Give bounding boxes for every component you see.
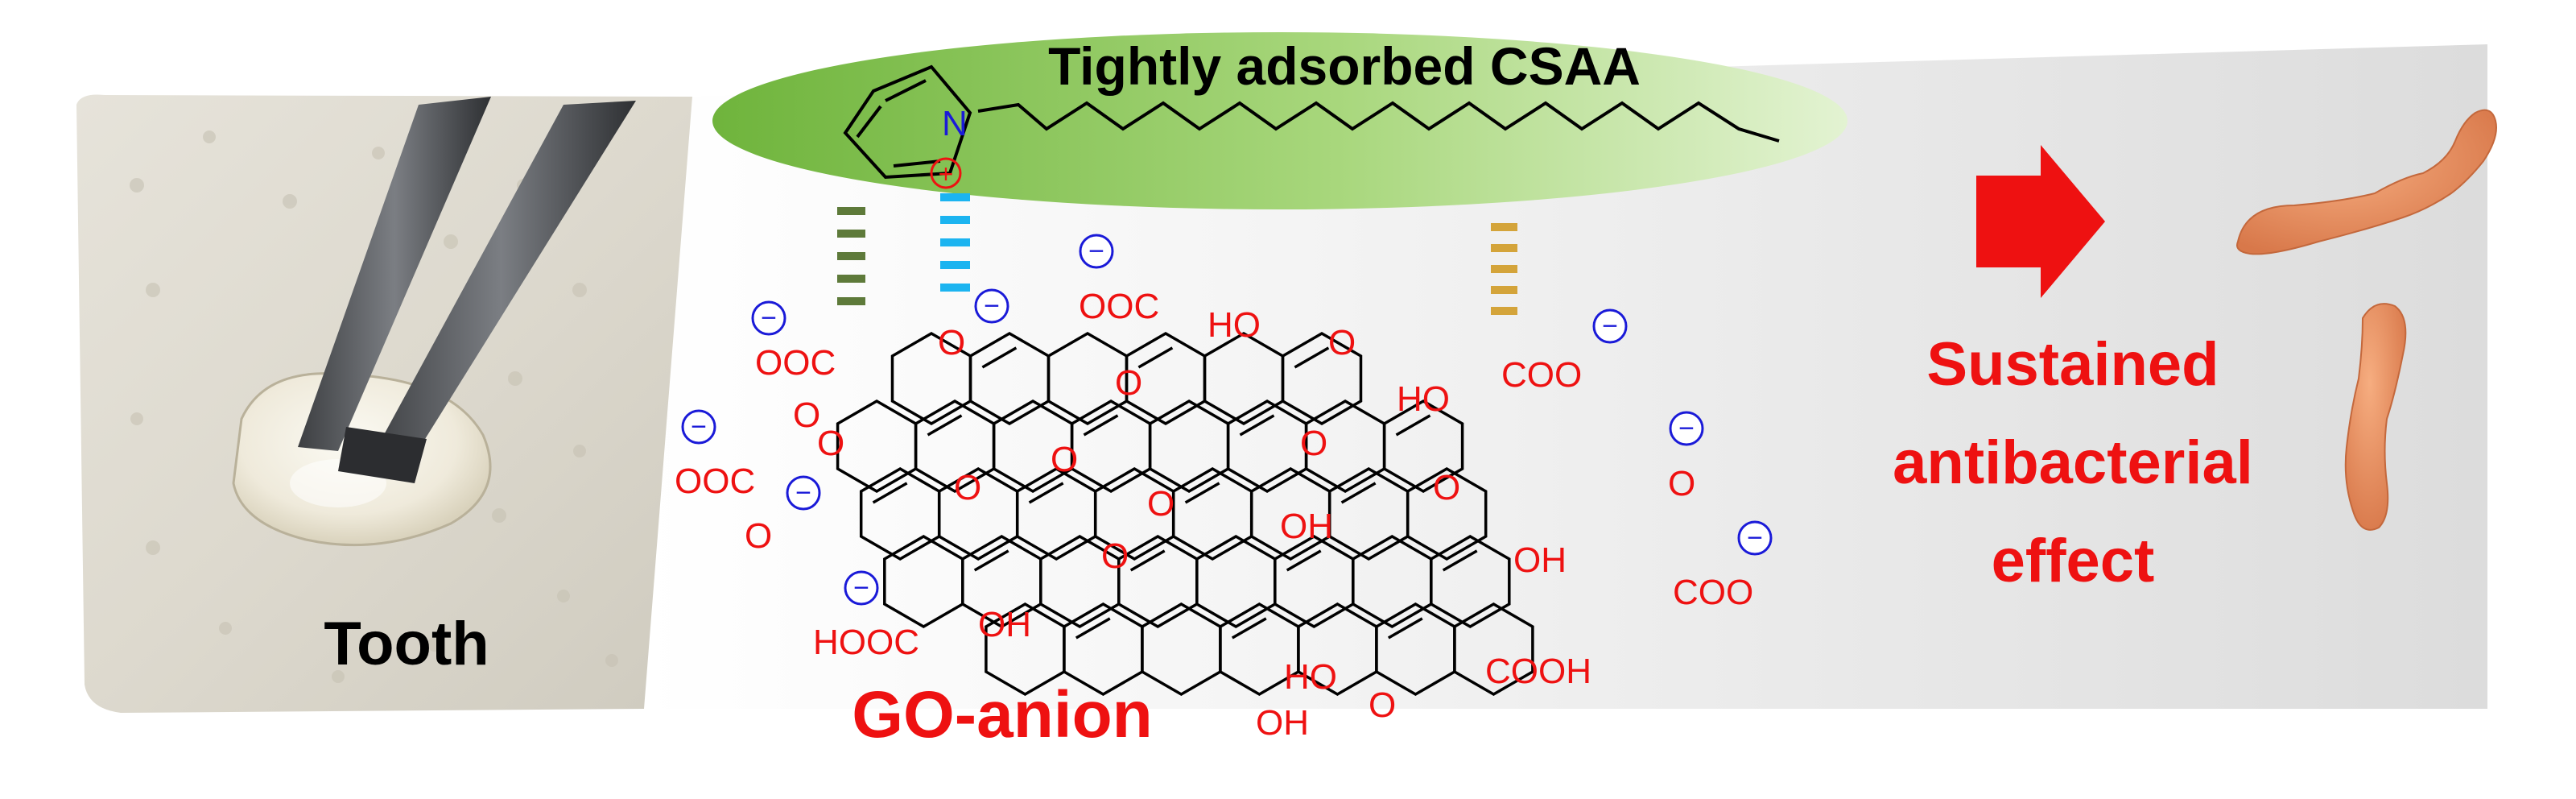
negative-charge-sign: − — [761, 303, 777, 333]
group-label: O — [1668, 464, 1695, 503]
double-bond — [1083, 414, 1119, 437]
tooth-photo — [76, 94, 692, 713]
group-label: O — [1115, 363, 1142, 403]
negative-charge-icon — [1669, 411, 1704, 446]
double-bond — [1395, 414, 1431, 437]
group-label: O — [1433, 468, 1460, 507]
double-bond — [1028, 482, 1064, 504]
sheet-label: GO-anion — [852, 678, 1153, 751]
group-label: COOH — [1485, 652, 1591, 691]
group-label: O — [745, 516, 772, 556]
group-label: O — [1300, 424, 1327, 463]
negative-charge-sign: − — [691, 412, 707, 442]
interaction-bonds — [837, 193, 1517, 315]
effect-line: effect — [1992, 527, 2155, 595]
csaa-nitrogen: N — [942, 104, 968, 143]
group-label: O — [954, 468, 981, 507]
negative-charge-icon — [1737, 520, 1773, 556]
double-bond — [1075, 617, 1111, 640]
group-label: O — [1328, 323, 1356, 362]
hexagon-ring — [1406, 466, 1488, 561]
double-bond — [1129, 549, 1166, 572]
negative-charge-icon — [1079, 234, 1114, 269]
bacteria-icon — [2236, 109, 2497, 531]
double-bond — [973, 549, 1009, 572]
group-label: O — [817, 424, 844, 463]
double-bond — [1442, 549, 1478, 572]
hexagon-ring — [1453, 602, 1534, 697]
negative-charge-sign: − — [853, 573, 869, 603]
group-label: OH — [978, 605, 1031, 644]
effect-line: antibacterial — [1893, 428, 2253, 497]
diagram-title: Tightly adsorbed CSAA — [1048, 36, 1641, 96]
group-label: OOC — [675, 462, 755, 501]
right-arrow-icon — [1976, 145, 2105, 298]
double-bond — [1387, 617, 1423, 640]
group-label: COO — [1673, 573, 1753, 612]
group-label: OH — [1256, 703, 1309, 743]
double-bond — [1286, 549, 1322, 572]
group-label: HO — [1397, 379, 1450, 419]
hexagon-ring — [1430, 534, 1511, 629]
group-label: OH — [1280, 507, 1333, 546]
negative-charge-sign: − — [984, 291, 1000, 321]
photo-label: Tooth — [324, 610, 489, 678]
negative-charge-sign: − — [795, 478, 811, 508]
double-bond — [1231, 617, 1267, 640]
group-label: OOC — [755, 343, 836, 383]
effect-line: Sustained — [1926, 330, 2219, 399]
negative-charge-sign: − — [1678, 413, 1695, 444]
double-bond — [981, 346, 1018, 369]
group-label: O — [938, 323, 965, 362]
negative-charge-icon — [974, 288, 1009, 324]
effect-text: Sustained antibacterial effect — [1893, 330, 2253, 595]
group-label: OH — [1513, 540, 1567, 580]
negative-charge-icon — [786, 475, 821, 511]
double-bond — [1184, 482, 1220, 504]
hexagon-ring — [1281, 331, 1363, 426]
negative-charge-sign: − — [1602, 311, 1618, 342]
csaa-ellipse — [712, 32, 1847, 209]
negative-charge-icon — [844, 570, 879, 606]
group-label: HOOC — [813, 623, 919, 662]
group-label: O — [1101, 536, 1129, 576]
negative-charge-sign: − — [1747, 523, 1763, 553]
group-label: COO — [1501, 355, 1582, 395]
group-label: O — [793, 395, 820, 435]
double-bond — [872, 482, 908, 504]
positive-charge-icon — [930, 157, 962, 189]
csaa-molecule — [843, 64, 1780, 180]
double-bond — [1340, 482, 1377, 504]
group-label: HO — [1208, 305, 1261, 345]
hexagon-ring — [1382, 399, 1464, 494]
group-label: OOC — [1079, 287, 1159, 326]
negative-charges: − − − − − − − − − — [681, 234, 1773, 606]
group-label: O — [1051, 440, 1078, 479]
group-label: O — [1368, 685, 1396, 725]
double-bond — [1294, 346, 1330, 369]
group-label: O — [1147, 484, 1174, 524]
negative-charge-sign: − — [1088, 236, 1104, 267]
double-bond — [1239, 414, 1275, 437]
double-bond — [1137, 346, 1174, 369]
group-label: HO — [1284, 657, 1337, 697]
negative-charge-icon — [681, 409, 716, 445]
functional-groups: OOC HO O OOC O HO COO O OOC O O O O O O … — [675, 287, 1753, 743]
positive-charge-sign: + — [939, 159, 954, 188]
double-bond — [927, 414, 963, 437]
negative-charge-icon — [751, 300, 786, 336]
graphene-oxide-sheet — [836, 331, 1534, 697]
negative-charge-icon — [1592, 308, 1628, 344]
